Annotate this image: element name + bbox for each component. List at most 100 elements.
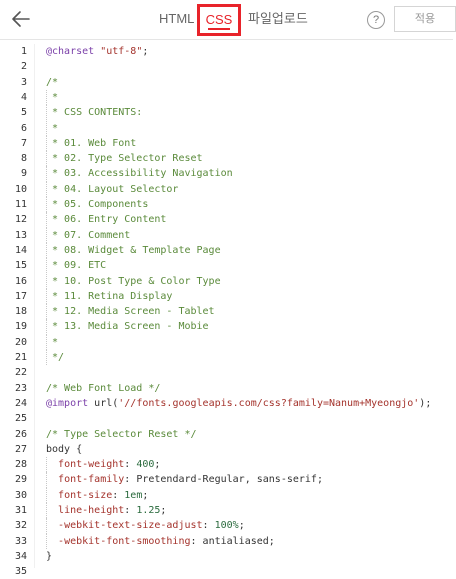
code-token: : <box>202 520 215 532</box>
line-code: /* Type Selector Reset */ <box>46 427 197 442</box>
code-token: ; <box>238 520 245 532</box>
line-number: 15 <box>14 260 27 272</box>
code-line: 23/* Web Font Load */ <box>0 381 453 396</box>
code-token: @import <box>46 397 89 409</box>
editor-header: HTML CSS 파일업로드 ? 적용 <box>0 0 456 40</box>
line-code: @import url('//fonts.googleapis.com/css?… <box>46 396 431 411</box>
indent-guide <box>46 105 47 121</box>
line-number: 16 <box>14 275 27 287</box>
code-token: * 08. Widget & Template Page <box>46 244 221 256</box>
code-token: : <box>190 535 203 547</box>
code-line: 31 line-height: 1.25; <box>0 503 453 519</box>
line-code: * <box>46 335 58 350</box>
back-button[interactable] <box>8 6 34 32</box>
code-token: * 05. Components <box>46 199 149 210</box>
code-line: 13 * 07. Comment <box>0 227 453 243</box>
line-code: -webkit-font-smoothing: antialiased; <box>46 534 275 549</box>
code-token: url( <box>88 397 119 409</box>
code-line: 16 * 10. Post Type & Color Type <box>0 273 453 289</box>
line-number: 22 <box>14 367 27 379</box>
line-number: 18 <box>14 306 27 318</box>
line-number: 7 <box>20 137 27 149</box>
apply-button[interactable]: 적용 <box>394 6 456 32</box>
code-line: 21 */ <box>0 350 453 366</box>
code-token: */ <box>46 352 65 363</box>
line-number: 14 <box>14 244 27 256</box>
code-line: 26/* Type Selector Reset */ <box>0 427 453 442</box>
code-token: /* Web Font Load */ <box>46 382 161 394</box>
tab-css[interactable]: CSS <box>197 4 241 36</box>
line-number: 30 <box>14 489 27 501</box>
indent-guide <box>46 503 47 519</box>
line-number: 31 <box>14 505 27 516</box>
code-line: 32 -webkit-text-size-adjust: 100%; <box>0 518 453 534</box>
line-code: * 05. Components <box>46 197 148 212</box>
line-code: /* Web Font Load */ <box>46 381 160 396</box>
code-token <box>46 520 58 531</box>
code-line: 19 * 13. Media Screen - Mobie <box>0 319 453 335</box>
indent-guide <box>46 181 47 197</box>
code-line: 33 -webkit-font-smoothing: antialiased; <box>0 533 453 549</box>
code-line: 34} <box>0 549 453 564</box>
line-number: 34 <box>14 550 27 562</box>
code-token: } <box>46 550 53 562</box>
code-token: 1em <box>124 489 143 501</box>
line-number: 17 <box>14 290 27 302</box>
code-line: 35 <box>0 564 453 579</box>
line-code: -webkit-text-size-adjust: 100%; <box>46 518 245 533</box>
line-code: * <box>46 90 58 105</box>
line-code: line-height: 1.25; <box>46 503 166 518</box>
line-code: * 12. Media Screen - Tablet <box>46 304 215 319</box>
code-token <box>46 536 58 547</box>
code-line: 7 * 01. Web Font <box>0 135 453 152</box>
code-token <box>46 474 58 485</box>
code-line: 6 * <box>0 120 453 136</box>
line-code: * 02. Type Selector Reset <box>46 151 203 166</box>
code-token: font-weight <box>58 459 125 471</box>
line-code: /* <box>46 75 58 90</box>
line-code: font-weight: 400; <box>46 457 160 472</box>
indent-guide <box>46 457 47 473</box>
line-number: 10 <box>14 183 27 195</box>
code-line: 5 * CSS CONTENTS: <box>0 105 453 121</box>
code-token: * 06. Entry Content <box>46 214 167 226</box>
code-line: 20 * <box>0 334 453 350</box>
line-number: 6 <box>20 122 27 134</box>
code-line: 22 <box>0 365 453 380</box>
code-token: { <box>70 443 83 455</box>
code-token: ; <box>142 489 149 501</box>
line-number: 3 <box>20 76 27 88</box>
tab-file-upload[interactable]: 파일업로드 <box>248 11 308 26</box>
code-token: * 02. Type Selector Reset <box>46 153 203 165</box>
code-line: 15 * 09. ETC <box>0 258 453 274</box>
code-line: 1@charset "utf-8"; <box>0 44 453 59</box>
code-token: * 07. Comment <box>46 229 131 241</box>
code-token: * 09. ETC <box>46 260 107 272</box>
code-token: * 10. Post Type & Color Type <box>46 275 221 287</box>
code-token: * 13. Media Screen - Mobie <box>46 321 209 333</box>
code-token: 100% <box>214 520 239 532</box>
code-line: 2 <box>0 59 453 74</box>
code-token: * 11. Retina Display <box>46 290 173 302</box>
code-token: * <box>46 336 59 348</box>
line-number: 28 <box>14 459 27 471</box>
indent-guide <box>46 487 47 503</box>
code-token: 1.25 <box>136 505 161 516</box>
line-code: * 09. ETC <box>46 258 106 273</box>
line-code: * 10. Post Type & Color Type <box>46 274 221 289</box>
line-number: 2 <box>20 61 27 73</box>
line-code: font-size: 1em; <box>46 488 148 503</box>
code-line: 17 * 11. Retina Display <box>0 288 453 305</box>
code-line: 12 * 06. Entry Content <box>0 212 453 228</box>
arrow-left-icon <box>12 11 30 27</box>
line-number: 29 <box>14 474 27 486</box>
code-line: 11 * 05. Components <box>0 197 453 213</box>
line-code: * 08. Widget & Template Page <box>46 243 221 258</box>
tab-html[interactable]: HTML <box>159 11 195 26</box>
help-button[interactable]: ? <box>367 11 385 29</box>
indent-guide <box>46 135 47 152</box>
code-token: * <box>46 91 59 103</box>
indent-guide <box>46 273 47 289</box>
